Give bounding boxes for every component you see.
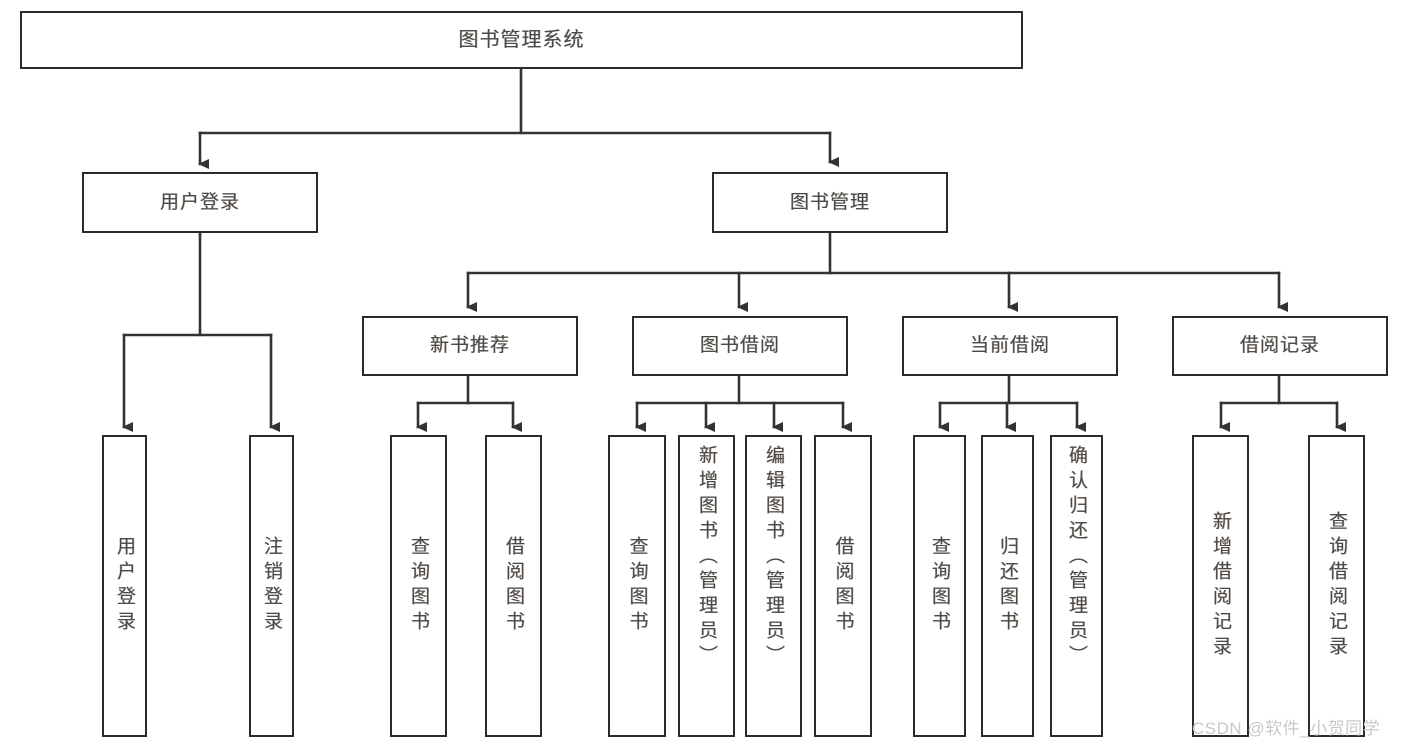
leaf-book-borrow-query[interactable]: 查询图书 (608, 435, 666, 737)
node-user-login[interactable]: 用户登录 (82, 172, 318, 233)
leaf-label: 查询借阅记录 (1326, 511, 1347, 661)
node-label: 图书管理 (789, 191, 870, 213)
leaf-label: 归还图书 (997, 536, 1018, 636)
leaf-new-book-borrow[interactable]: 借阅图书 (485, 435, 542, 737)
leaf-label: 编辑图书（管理员） (763, 445, 784, 670)
leaf-current-borrow-return[interactable]: 归还图书 (981, 435, 1034, 737)
leaf-borrow-record-add[interactable]: 新增借阅记录 (1192, 435, 1249, 737)
leaf-label: 新增借阅记录 (1210, 511, 1231, 661)
leaf-book-borrow-add[interactable]: 新增图书（管理员） (678, 435, 735, 737)
node-label: 当前借阅 (969, 335, 1050, 357)
node-label: 图书借阅 (699, 335, 780, 357)
node-new-book-recommend[interactable]: 新书推荐 (362, 316, 578, 376)
node-label: 图书管理系统 (458, 28, 585, 51)
node-book-borrow[interactable]: 图书借阅 (632, 316, 848, 376)
leaf-label: 确认归还（管理员） (1066, 445, 1087, 670)
node-label: 借阅记录 (1239, 335, 1320, 357)
node-root-system[interactable]: 图书管理系统 (20, 11, 1023, 69)
leaf-label: 注销登录 (261, 536, 282, 636)
leaf-current-borrow-query[interactable]: 查询图书 (913, 435, 966, 737)
node-borrow-record[interactable]: 借阅记录 (1172, 316, 1388, 376)
node-current-borrow[interactable]: 当前借阅 (902, 316, 1118, 376)
leaf-current-borrow-confirm[interactable]: 确认归还（管理员） (1050, 435, 1103, 737)
leaf-label: 查询图书 (408, 536, 429, 636)
leaf-label: 借阅图书 (503, 536, 524, 636)
leaf-label: 新增图书（管理员） (696, 445, 717, 670)
node-label: 用户登录 (159, 191, 240, 213)
leaf-label: 借阅图书 (832, 536, 854, 636)
csdn-watermark: CSDN @软件_小贺同学 (1192, 719, 1381, 738)
leaf-label: 查询图书 (929, 536, 950, 636)
leaf-new-book-query[interactable]: 查询图书 (390, 435, 447, 737)
leaf-label: 查询图书 (626, 536, 648, 636)
node-label: 新书推荐 (429, 335, 510, 357)
leaf-borrow-record-query[interactable]: 查询借阅记录 (1308, 435, 1365, 737)
leaf-book-borrow-borrow[interactable]: 借阅图书 (814, 435, 872, 737)
leaf-book-borrow-edit[interactable]: 编辑图书（管理员） (745, 435, 802, 737)
node-book-manage[interactable]: 图书管理 (712, 172, 948, 233)
leaf-label: 用户登录 (114, 536, 135, 636)
leaf-user-login-login[interactable]: 用户登录 (102, 435, 147, 737)
leaf-user-login-logout[interactable]: 注销登录 (249, 435, 294, 737)
